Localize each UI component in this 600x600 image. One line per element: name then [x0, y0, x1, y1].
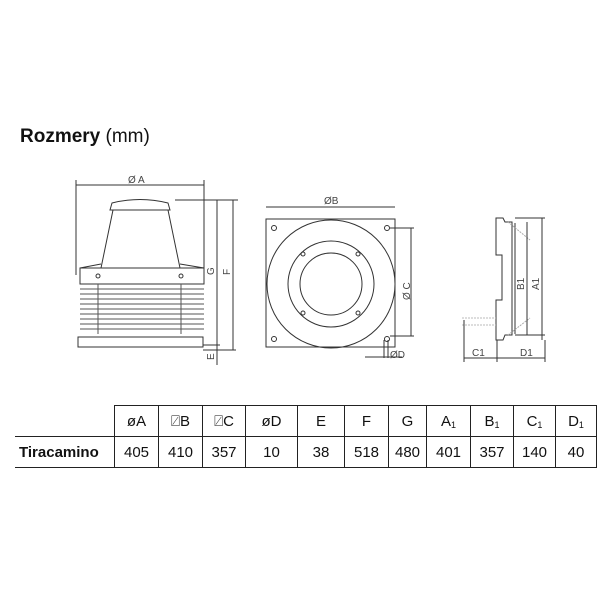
- header-text: D: [568, 412, 579, 430]
- table-cell: 38: [297, 436, 345, 468]
- header-text: F: [361, 412, 372, 430]
- table-cell: 480: [388, 436, 427, 468]
- header-empty: [15, 405, 115, 437]
- column-header: B1: [470, 405, 514, 437]
- column-header: D1: [555, 405, 597, 437]
- header-text: A: [440, 412, 451, 430]
- column-header: A1: [426, 405, 471, 437]
- table-cell: 410: [158, 436, 203, 468]
- column-header: F: [344, 405, 389, 437]
- table-cell: 357: [202, 436, 246, 468]
- header-text: G: [401, 412, 414, 430]
- header-text: C: [526, 412, 538, 430]
- table-cell: 10: [245, 436, 298, 468]
- header-text: ⍁B: [170, 412, 190, 430]
- column-header: øD: [245, 405, 298, 437]
- label-g: G: [206, 267, 217, 275]
- label-d1: D1: [520, 348, 533, 359]
- table-cell: 357: [470, 436, 514, 468]
- side-view-drawing: [75, 180, 238, 365]
- header-text: B: [484, 412, 495, 430]
- header-text: øA: [126, 412, 147, 430]
- column-header: øA: [114, 405, 159, 437]
- table-cell: 40: [555, 436, 597, 468]
- label-c: Ø C: [402, 282, 413, 300]
- title-bold: Rozmery: [20, 126, 101, 147]
- label-b1: B1: [516, 277, 527, 290]
- title-unit: (mm): [105, 126, 150, 147]
- header-subscript: 1: [451, 419, 457, 430]
- label-b: ØB: [324, 196, 339, 207]
- page-title: Rozmery (mm): [20, 126, 150, 148]
- top-view-drawing: [265, 206, 414, 358]
- label-f: F: [222, 269, 233, 275]
- table-cell: 518: [344, 436, 389, 468]
- table-cell: 405: [114, 436, 159, 468]
- table-cell: 401: [426, 436, 471, 468]
- header-text: ⍁C: [214, 412, 234, 430]
- table-cell: 140: [513, 436, 556, 468]
- header-subscript: 1: [494, 419, 500, 430]
- column-header: E: [297, 405, 345, 437]
- header-text: øD: [261, 412, 282, 430]
- label-a: Ø A: [128, 175, 145, 186]
- header-subscript: 1: [578, 419, 584, 430]
- dimension-drawings: Ø A G F E ØB Ø C ØD B1 A1 C1 D1: [75, 175, 546, 365]
- row-label: Tiracamino: [15, 436, 115, 468]
- header-text: E: [315, 412, 326, 430]
- column-header: ⍁B: [158, 405, 203, 437]
- label-c1: C1: [472, 348, 485, 359]
- label-a1: A1: [531, 277, 542, 290]
- column-header: ⍁C: [202, 405, 246, 437]
- profile-view-drawing: [462, 217, 546, 362]
- label-e: E: [206, 353, 217, 360]
- column-header: C1: [513, 405, 556, 437]
- column-header: G: [388, 405, 427, 437]
- label-d: ØD: [390, 350, 405, 361]
- header-subscript: 1: [537, 419, 543, 430]
